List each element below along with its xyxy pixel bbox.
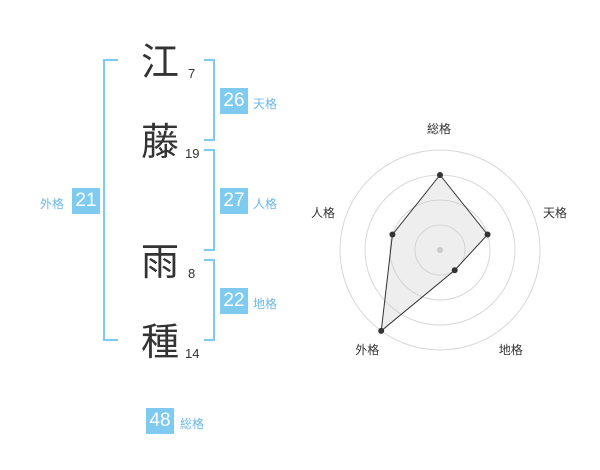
tenkaku-bracket: [204, 59, 215, 141]
soukaku-label: 総格: [180, 417, 205, 431]
gaikaku-value: 21: [72, 188, 100, 214]
radar-chart: [339, 149, 541, 351]
name-char-2-strokes: 19: [185, 146, 200, 161]
radar-point-1: [484, 231, 491, 238]
soukaku-value: 48: [146, 408, 174, 434]
name-char-4: 種: [140, 320, 179, 364]
tenkaku-label: 天格: [253, 97, 278, 111]
radar-ring-1: [414, 224, 466, 276]
jinkaku-bracket: [204, 149, 215, 251]
name-char-1: 江: [140, 40, 179, 84]
name-char-1-strokes: 7: [188, 66, 196, 81]
chikaku-label: 地格: [253, 297, 278, 311]
gaikaku-label: 外格: [40, 197, 65, 211]
chikaku-value: 22: [220, 288, 248, 314]
jinkaku-label: 人格: [253, 197, 278, 211]
name-char-3-strokes: 8: [188, 266, 196, 281]
chikaku-bracket: [204, 259, 215, 341]
radar-polygon: [380, 174, 489, 333]
radar-axis-label-1: 天格: [543, 206, 568, 221]
radar-axis-label-2: 地格: [498, 342, 523, 357]
radar-ring-4: [339, 149, 541, 351]
gaikaku-bracket: [103, 59, 118, 341]
radar-point-3: [378, 327, 385, 334]
radar-axis-label-0: 総格: [427, 122, 452, 136]
radar-ring-2: [389, 199, 491, 301]
tenkaku-value: 26: [220, 88, 248, 114]
jinkaku-value: 27: [220, 188, 248, 214]
name-char-4-strokes: 14: [185, 346, 200, 361]
radar-axis-label-4: 人格: [310, 206, 335, 221]
radar-point-0: [437, 172, 443, 178]
name-char-3: 雨: [140, 240, 179, 284]
radar-center-dot: [437, 247, 443, 253]
radar-point-2: [451, 267, 458, 274]
name-char-2: 藤: [140, 120, 179, 164]
radar-point-4: [389, 231, 396, 238]
radar-axis-label-3: 外格: [355, 342, 380, 357]
